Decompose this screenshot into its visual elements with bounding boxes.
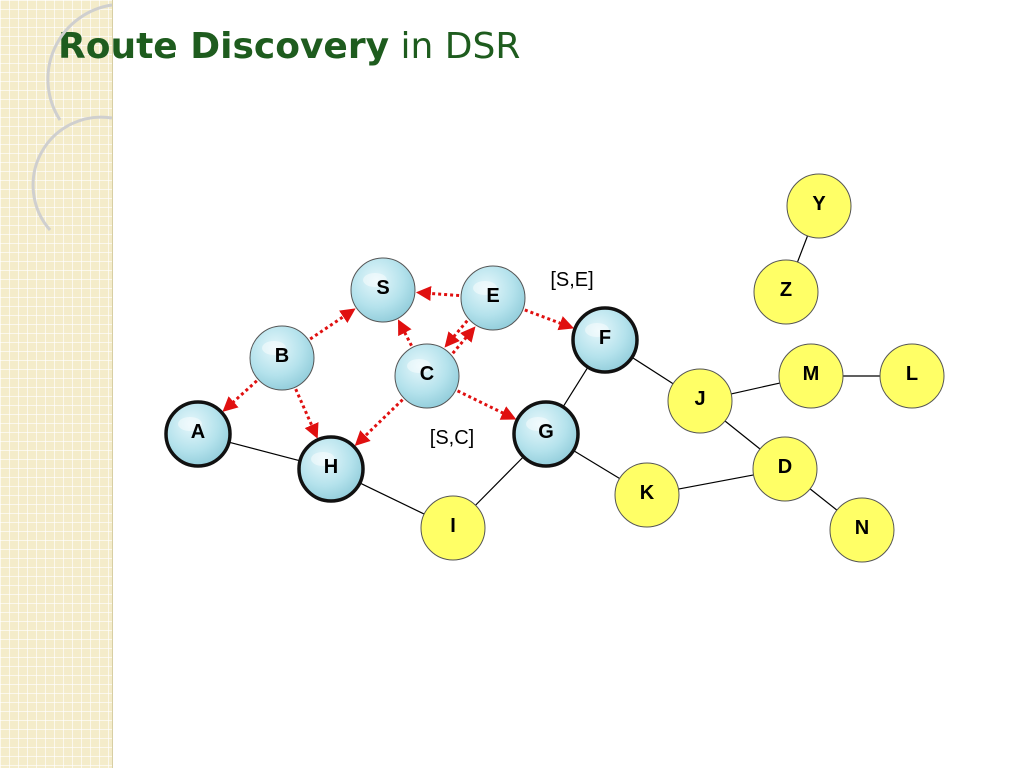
node-label-M: M xyxy=(803,363,820,385)
decorative-arc xyxy=(31,115,113,231)
node-A: A xyxy=(164,400,232,468)
link-J-D xyxy=(724,420,761,450)
node-label-I: I xyxy=(450,515,456,537)
node-circle-J xyxy=(667,368,733,434)
node-M: M xyxy=(778,343,844,409)
node-highlight-A xyxy=(178,417,202,431)
decorative-arcs xyxy=(31,3,113,231)
node-highlight-G xyxy=(526,417,550,431)
broadcast-arrow-E-F xyxy=(524,308,575,331)
title-bold-part: Route Discovery xyxy=(58,26,390,67)
node-Y: Y xyxy=(786,173,852,239)
links-layer xyxy=(228,235,880,515)
link-A-H xyxy=(228,441,301,462)
route-record-label: [S,C] xyxy=(430,427,474,449)
node-S: S xyxy=(350,257,416,323)
link-J-M xyxy=(731,382,780,395)
node-label-F: F xyxy=(599,327,611,349)
node-circle-S xyxy=(350,257,416,323)
node-circle-H xyxy=(297,435,365,503)
node-C: C xyxy=(394,343,460,409)
node-circle-F xyxy=(571,306,639,374)
title-rest-part: in DSR xyxy=(389,26,521,67)
link-G-K xyxy=(573,450,620,479)
node-D: D xyxy=(752,436,818,502)
node-circle-I xyxy=(420,495,486,561)
link-I-G xyxy=(475,456,524,506)
broadcast-arrow-B-H xyxy=(294,388,319,439)
broadcast-arrows-layer xyxy=(222,286,575,447)
node-highlight-F xyxy=(585,323,609,337)
node-F: F xyxy=(571,306,639,374)
node-circle-N xyxy=(829,497,895,563)
node-circle-E xyxy=(460,265,526,331)
node-circle-C xyxy=(394,343,460,409)
node-label-L: L xyxy=(906,363,918,385)
node-E: E xyxy=(460,265,526,331)
decorative-arc xyxy=(46,3,113,121)
decorative-side-strip xyxy=(0,0,113,768)
node-circle-Z xyxy=(753,259,819,325)
broadcast-arrow-B-A xyxy=(222,379,258,412)
broadcast-arrow-C-E xyxy=(451,326,476,355)
node-label-D: D xyxy=(778,456,792,478)
node-circle-Y xyxy=(786,173,852,239)
broadcast-arrow-E-S xyxy=(415,286,460,301)
node-circle-A xyxy=(164,400,232,468)
node-label-C: C xyxy=(420,363,434,385)
node-highlight-S xyxy=(363,273,387,287)
node-label-K: K xyxy=(640,482,655,504)
node-highlight-H xyxy=(311,452,335,466)
node-H: H xyxy=(297,435,365,503)
node-highlight-E xyxy=(473,281,497,295)
node-label-S: S xyxy=(376,277,389,299)
nodes-layer: S E B C A H F G Y Z M L J D K I N xyxy=(164,173,945,563)
node-highlight-B xyxy=(262,341,286,355)
node-label-B: B xyxy=(275,345,289,367)
node-J: J xyxy=(667,368,733,434)
route-record-labels: [S,E] [S,C] xyxy=(430,269,594,449)
broadcast-arrow-B-S xyxy=(309,308,356,341)
node-circle-M xyxy=(778,343,844,409)
node-label-H: H xyxy=(324,456,338,478)
broadcast-arrow-C-S xyxy=(398,319,413,347)
node-circle-L xyxy=(879,343,945,409)
node-circle-B xyxy=(249,325,315,391)
link-D-N xyxy=(809,488,838,511)
node-label-A: A xyxy=(191,421,205,443)
node-circle-D xyxy=(752,436,818,502)
node-B: B xyxy=(249,325,315,391)
node-label-J: J xyxy=(694,388,705,410)
broadcast-arrow-E-C xyxy=(444,319,469,348)
broadcast-arrow-C-G xyxy=(456,389,517,420)
node-N: N xyxy=(829,497,895,563)
node-Z: Z xyxy=(753,259,819,325)
link-F-J xyxy=(631,356,674,385)
link-Y-Z xyxy=(796,235,809,263)
node-highlight-C xyxy=(407,359,431,373)
node-label-Z: Z xyxy=(780,279,792,301)
node-I: I xyxy=(420,495,486,561)
node-circle-G xyxy=(512,400,580,468)
node-label-Y: Y xyxy=(812,193,826,215)
node-label-E: E xyxy=(486,285,499,307)
node-label-G: G xyxy=(538,421,554,443)
broadcast-arrow-C-H xyxy=(354,398,404,447)
link-H-I xyxy=(359,482,425,515)
route-record-label: [S,E] xyxy=(550,269,593,291)
node-L: L xyxy=(879,343,945,409)
link-G-F xyxy=(562,366,589,408)
node-circle-K xyxy=(614,462,680,528)
link-K-D xyxy=(678,474,754,490)
slide-title: Route Discovery in DSR xyxy=(58,26,520,67)
node-K: K xyxy=(614,462,680,528)
node-label-N: N xyxy=(855,517,869,539)
node-G: G xyxy=(512,400,580,468)
